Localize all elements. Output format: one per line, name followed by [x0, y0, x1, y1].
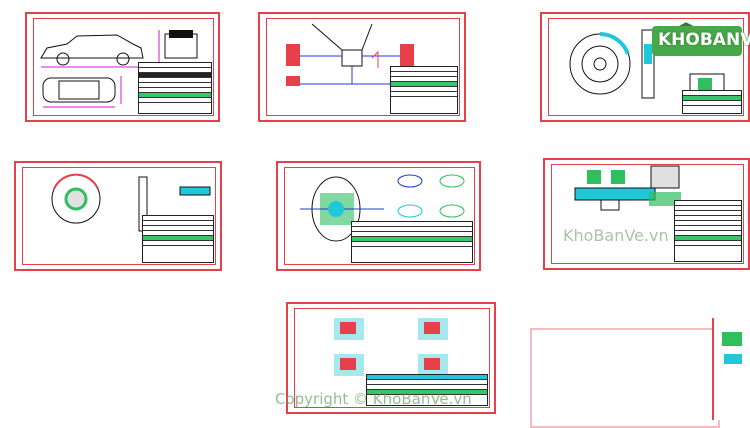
- caliper-section: [641, 29, 655, 99]
- car-side-view: [40, 34, 144, 68]
- watermark-copyright: Copyright © KhoBanVe.vn: [275, 390, 472, 408]
- title-block: [366, 374, 488, 406]
- partial-assembly-detail: [722, 332, 742, 364]
- sheet-border: [284, 167, 475, 265]
- watermark-center: KhoBanVe.vn: [563, 226, 669, 245]
- master-cylinder-drawing: [574, 170, 656, 211]
- drum-brake-drawing: [51, 173, 101, 224]
- drawing-sheet-assemblies[interactable]: [286, 302, 496, 414]
- title-block: [682, 90, 742, 114]
- car-top-view: [42, 76, 122, 108]
- sheet-border: [266, 18, 460, 116]
- title-block: [390, 66, 458, 114]
- sheet-border: [33, 18, 214, 116]
- title-block: [142, 215, 214, 263]
- drawing-sheet-master-cylinder[interactable]: [543, 158, 750, 270]
- title-block: [351, 221, 473, 263]
- sheet-border: [548, 18, 744, 116]
- drawing-sheet-booster[interactable]: [276, 161, 481, 271]
- title-block: [138, 62, 212, 114]
- drawing-sheet-schematic[interactable]: [258, 12, 466, 122]
- sheet-border: [551, 164, 744, 264]
- title-block: [674, 200, 742, 262]
- logo-text: KHOBANVE: [658, 30, 750, 50]
- sheet-border: [294, 308, 490, 408]
- drawing-sheet-drum-brake[interactable]: [14, 161, 222, 271]
- booster-details: [397, 174, 465, 218]
- house-logo-icon: [652, 22, 742, 56]
- wheel-cylinder-detail: [179, 186, 211, 196]
- drawing-sheet-partial-a[interactable]: [530, 328, 720, 428]
- drawing-sheet-vehicle[interactable]: [25, 12, 220, 122]
- assembly-views: [334, 318, 448, 376]
- reservoir-detail: [649, 165, 681, 206]
- khobanve-logo: KHOBANVE: [626, 18, 750, 60]
- drawing-sheet-partial-b[interactable]: [712, 318, 750, 420]
- booster-section-drawing: [300, 176, 384, 242]
- disc-rotor-drawing: [569, 32, 631, 95]
- caliper-detail: [689, 73, 725, 95]
- sheet-border: [22, 167, 216, 265]
